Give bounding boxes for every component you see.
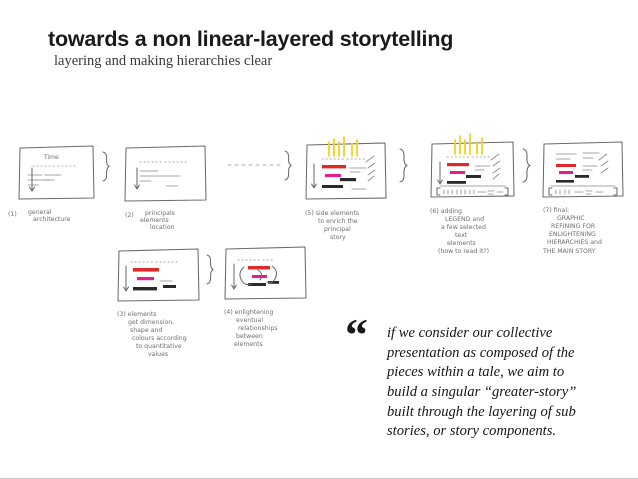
panel-4-caption-2: relationships bbox=[238, 325, 278, 332]
panel-3-caption-2: shape and bbox=[130, 327, 162, 334]
panel-2-group: (2) principals elements location bbox=[124, 145, 207, 231]
panel-6-group: (6) adding LEGEND and a few selected tex… bbox=[430, 133, 515, 255]
brace-1 bbox=[102, 151, 110, 182]
panel-5-caption-0: (5) side elements bbox=[305, 210, 359, 217]
panel-5-group: (5) side elements to enrich the principa… bbox=[305, 136, 387, 241]
panel-6-caption-2: a few selected bbox=[441, 224, 486, 231]
panel-3-caption-4: to quantitative bbox=[136, 343, 182, 350]
panel-7-caption-1: GRAPHIC bbox=[557, 215, 585, 222]
panel-7-caption-3: ENLIGHTENING bbox=[549, 231, 596, 238]
panel-2-caption-0: (2) bbox=[125, 212, 134, 219]
quote-mark-icon: “ bbox=[345, 309, 368, 360]
panel-1-caption-1: general bbox=[28, 209, 52, 216]
panel-3-caption-3: colours according bbox=[132, 335, 187, 342]
panel-3-caption-0: (3) elements bbox=[117, 311, 156, 318]
panel-1-caption-2: architecture bbox=[33, 216, 71, 223]
panel-6-caption-1: LEGEND and bbox=[445, 216, 484, 223]
panel-6-caption-0: (6) adding bbox=[430, 208, 462, 215]
panel-2-caption-1: principals bbox=[145, 210, 175, 217]
panel-4-caption-4: elements bbox=[234, 341, 263, 348]
panel-7-caption-0: (7) final: bbox=[543, 207, 569, 214]
panel-7-caption-2: REFINING FOR bbox=[551, 223, 596, 230]
panel-7-caption-4: HIERARCHIES and bbox=[547, 239, 602, 246]
panel-1-group: Time (1) general architecture bbox=[8, 145, 95, 223]
brace-5 bbox=[206, 254, 214, 285]
panel-7-group: (7) final: GRAPHIC REFINING FOR ENLIGHTE… bbox=[542, 141, 624, 255]
panel-3-caption-5: values bbox=[148, 351, 168, 358]
svg-text:Time: Time bbox=[43, 154, 59, 161]
quote-text: if we consider our collective presentati… bbox=[387, 325, 577, 440]
panel-6-caption-3: text bbox=[455, 232, 468, 239]
panel-5-caption-3: story bbox=[330, 234, 346, 241]
panel-4-caption-1: eventual bbox=[236, 317, 263, 324]
panel-6-legend bbox=[436, 187, 509, 196]
panel-3-group: (3) elements get dimension, shape and co… bbox=[117, 248, 200, 358]
panel-7-legend bbox=[548, 187, 618, 196]
panel-3-caption-1: get dimension, bbox=[128, 319, 174, 326]
sketch-diagram: .ink { stroke:#6b6b6b; fill:none; stroke… bbox=[0, 120, 638, 360]
panel-5-caption-1: to enrich the bbox=[318, 218, 358, 225]
panel-4-group: (4) enlightening eventual relationships … bbox=[224, 246, 307, 348]
panel-6-caption-5: (how to read it?) bbox=[438, 248, 489, 255]
panel-4-caption-3: between bbox=[236, 333, 263, 340]
panel-7-caption-5: THE MAIN STORY bbox=[542, 248, 596, 255]
panel-5-caption-2: principal bbox=[324, 226, 351, 233]
page-subtitle: layering and making hierarchies clear bbox=[54, 53, 273, 69]
brace-4 bbox=[522, 148, 531, 183]
brace-2 bbox=[284, 150, 292, 181]
panel-1-caption-0: (1) bbox=[8, 211, 17, 218]
brace-3 bbox=[399, 148, 408, 183]
page-title: towards a non linear-layered storytellin… bbox=[48, 27, 454, 51]
panel-2-caption-3: location bbox=[150, 224, 175, 231]
panel-6-caption-4: elements bbox=[447, 240, 476, 247]
panel-4-caption-0: (4) enlightening bbox=[224, 309, 274, 316]
panel-2-caption-2: elements bbox=[140, 217, 169, 224]
